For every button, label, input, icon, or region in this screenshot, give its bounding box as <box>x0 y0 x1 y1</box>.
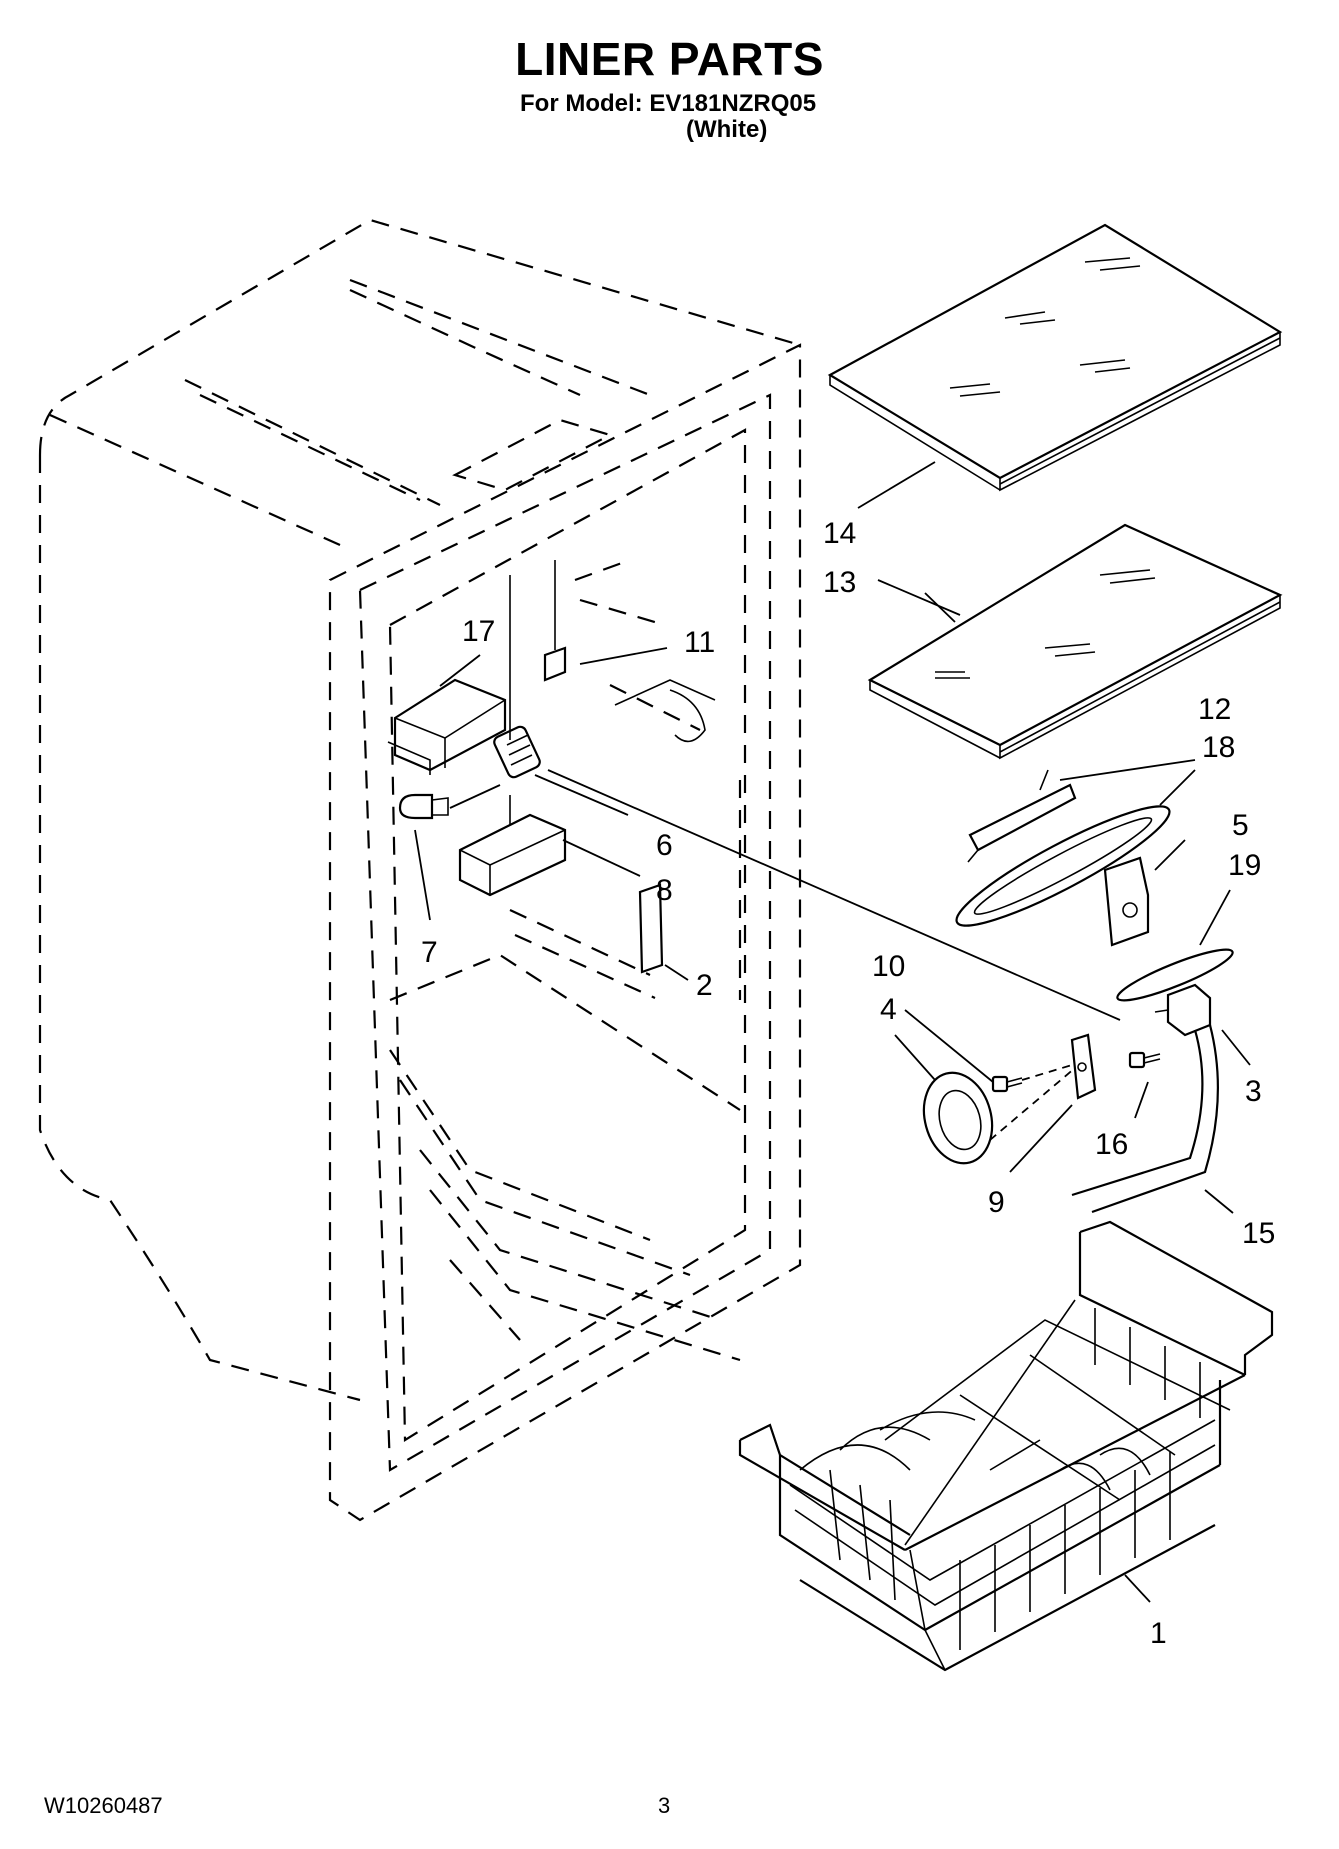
model-color: (White) <box>686 116 768 143</box>
callout-15: 15 <box>1242 1217 1275 1250</box>
cabinet-outline <box>38 218 802 1522</box>
part-19-gasket <box>1116 948 1234 1002</box>
part-3-control-housing <box>1154 983 1212 1037</box>
callout-3: 3 <box>1245 1075 1262 1108</box>
part-15-tube <box>1071 1024 1219 1214</box>
part-2-label <box>638 883 664 974</box>
callout-5: 5 <box>1232 809 1249 842</box>
callout-12: 12 <box>1198 693 1231 726</box>
part-17-light-shield <box>387 678 507 775</box>
part-1-wire-basket <box>738 1220 1274 1672</box>
part-14-glass-shelf <box>827 223 1283 492</box>
callout-7: 7 <box>421 936 438 969</box>
model-number: For Model: EV181NZRQ05 <box>520 90 817 117</box>
callout-13: 13 <box>823 566 856 599</box>
callout-9: 9 <box>988 1186 1005 1219</box>
callout-16: 16 <box>1095 1128 1128 1161</box>
part-9-bezel <box>1070 1033 1097 1100</box>
callout-17: 17 <box>462 615 495 648</box>
callout-11: 11 <box>684 626 715 659</box>
part-8-light-shield <box>458 795 567 897</box>
part-10-screw <box>991 1075 1023 1093</box>
part-16-screw <box>1128 1051 1161 1069</box>
callout-6: 6 <box>656 829 673 862</box>
part-6-light-socket <box>493 575 1121 1021</box>
part-13-glass-shelf <box>867 523 1283 760</box>
part-18-vent-cover <box>955 805 1171 927</box>
callout-19: 19 <box>1228 849 1261 882</box>
part-5-thermostat <box>1103 856 1150 947</box>
part-12-shelf-bracket <box>967 769 1077 863</box>
part-4-control-knob <box>922 1071 994 1165</box>
part-7-light-bulb <box>398 784 501 820</box>
callout-1: 1 <box>1150 1617 1167 1650</box>
document-code: W10260487 <box>44 1793 163 1818</box>
page-number: 3 <box>658 1793 671 1818</box>
callout-4: 4 <box>880 993 897 1026</box>
page-title: LINER PARTS <box>515 33 824 85</box>
callout-2: 2 <box>696 969 713 1002</box>
callout-labels: 14 13 17 11 12 18 6 5 19 8 7 2 10 4 3 16… <box>421 517 1275 1650</box>
part-11-bracket <box>543 560 567 682</box>
callout-8: 8 <box>656 874 673 907</box>
callout-18: 18 <box>1202 731 1235 764</box>
callout-leaders <box>414 461 1251 1603</box>
callout-10: 10 <box>872 950 905 983</box>
callout-14: 14 <box>823 517 856 550</box>
